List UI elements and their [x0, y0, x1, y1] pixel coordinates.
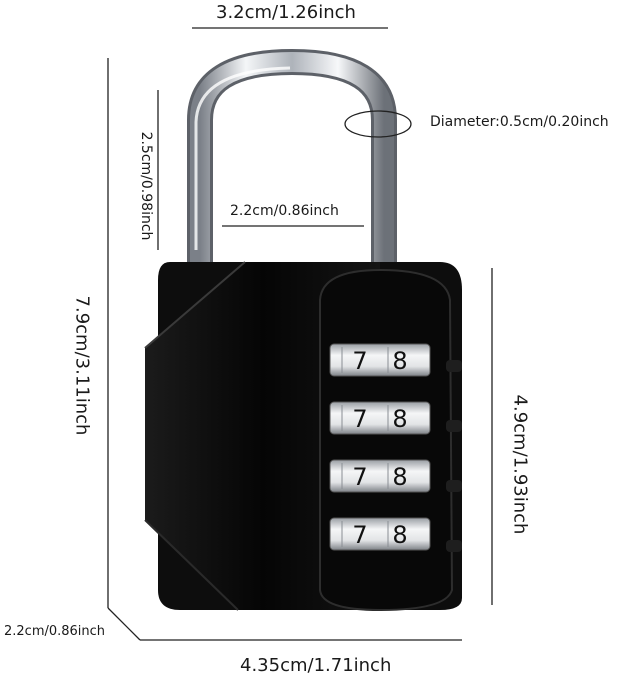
body-width-label: 4.35cm/1.71inch: [240, 655, 392, 676]
dial-digit-right: 8: [392, 463, 407, 491]
total-height-label: 7.9cm/3.11inch: [71, 295, 93, 436]
depth-label: 2.2cm/0.86inch: [4, 624, 106, 639]
dial-digit-right: 8: [392, 521, 407, 549]
dial-digit-left: 7: [352, 521, 367, 549]
dial-digit-right: 8: [392, 405, 407, 433]
diameter-label: Diameter:0.5cm/0.20inch: [430, 114, 609, 130]
lock-body: [144, 261, 462, 612]
shackle: [187, 48, 397, 268]
diameter-ellipse: [344, 110, 412, 138]
shackle-inner-width-label: 2.2cm/0.86inch: [230, 203, 339, 219]
dial-digit-right: 8: [392, 347, 407, 375]
dimension-lines: [107, 27, 493, 641]
body-height-label: 4.9cm/1.93inch: [509, 394, 531, 535]
shackle-height-label: 2.5cm/0.98inch: [138, 131, 154, 241]
dial-digit-left: 7: [352, 405, 367, 433]
depth-line: [107, 607, 141, 641]
dial-digit-left: 7: [352, 347, 367, 375]
dial-digit-left: 7: [352, 463, 367, 491]
top-width-label: 3.2cm/1.26inch: [216, 2, 356, 23]
